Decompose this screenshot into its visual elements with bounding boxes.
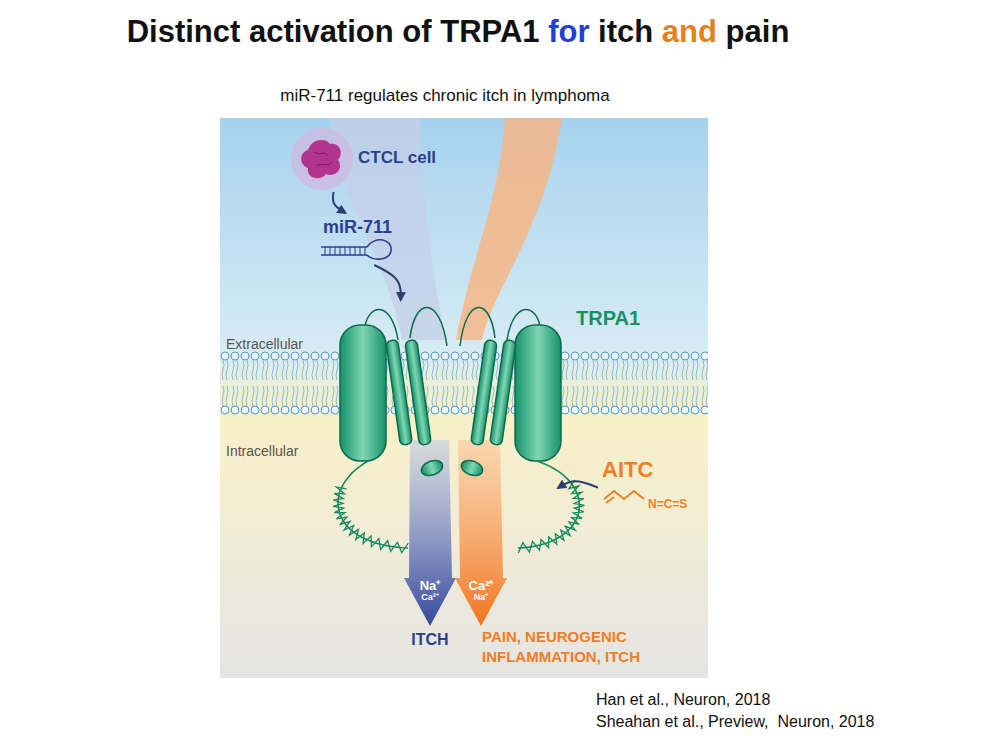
title-word [540,14,549,49]
itch-arrow [404,440,456,626]
mirna-node: miR-711 [313,213,403,265]
connector-arrow [558,481,598,488]
membrane [220,350,708,416]
region-label: Extracellular [226,335,303,353]
trpa1-channel [333,307,584,553]
title-word: activation [249,14,394,49]
title-word: pain [726,14,790,49]
pain-flow [456,118,562,340]
cell-node: CTCL cell [288,126,440,192]
panel-ground [220,118,708,678]
connector-arrow [333,192,346,213]
title-word: for [548,14,589,49]
outcome-label: PAIN, NEUROGENIC INFLAMMATION, ITCH [482,627,670,666]
title-word [240,14,249,49]
region-label: Intracellular [226,442,298,460]
title-word: of [402,14,431,49]
subtitle: miR-711 regulates chronic itch in lympho… [280,85,609,107]
title-word: TRPA1 [440,14,539,49]
outcome-label: ITCH [411,630,448,651]
pain-arrow [455,440,507,626]
title-word: itch [598,14,653,49]
node-label: TRPA1 [576,306,640,330]
ion-label: Ca²⁺ [421,592,439,604]
title-word [717,14,726,49]
title-word [394,14,403,49]
channel-node: TRPA1 [330,300,558,500]
ankyrin-repeats [333,487,408,553]
title-word: Distinct [127,14,241,49]
ion-label: Na⁺ [474,592,489,604]
formula-label: N=C=S [648,497,687,511]
citation: Han et al., Neuron, 2018 [596,690,770,711]
compound-node: AITC N=C=S [598,455,698,531]
node-label: miR-711 [323,217,392,239]
title-word [432,14,441,49]
title-word: and [662,14,717,49]
node-label: AITC [602,457,653,483]
title-word [653,14,662,49]
cell-symbol [288,126,358,192]
ankyrin-tail [338,461,408,548]
citation: Sheahan et al., Preview, Neuron, 2018 [596,712,874,733]
connector-arrow [374,265,401,300]
title-word [589,14,598,49]
ankyrin-repeats [518,480,584,553]
title: Distinct activation of TRPA1 for itch an… [127,14,790,50]
node-label: CTCL cell [358,148,436,168]
